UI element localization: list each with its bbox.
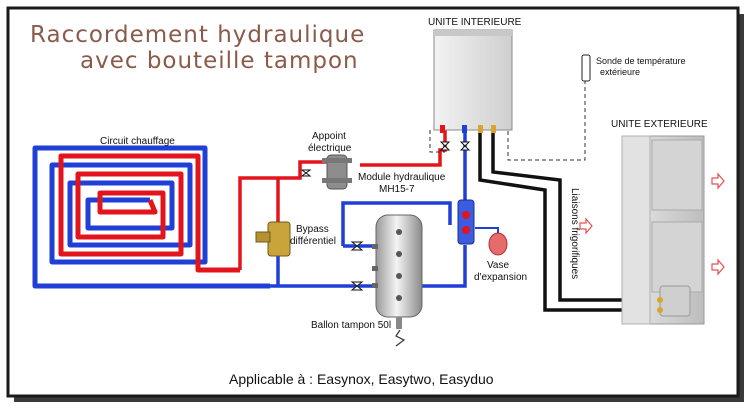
expansion-label-line1: Vase <box>487 260 509 271</box>
electric-backup-heater <box>300 154 352 190</box>
airflow-arrows <box>579 172 725 276</box>
cold-return-pipes <box>270 128 467 288</box>
buffer-tank <box>372 214 423 347</box>
outdoor-unit-label: UNITE EXTERIEURE <box>611 119 708 130</box>
backup-label-line2: électrique <box>308 143 352 154</box>
heating-circuit-label: Circuit chauffage <box>100 136 175 147</box>
sensor-wiring <box>429 80 586 161</box>
backup-label-line1: Appoint <box>312 131 346 142</box>
module-label-line1: Module hydraulique <box>358 172 446 183</box>
indoor-isolation-valves <box>439 141 471 151</box>
expansion-vessel <box>475 227 508 256</box>
bypass-valve <box>255 221 291 257</box>
outdoor-unit <box>621 135 705 325</box>
tank-isolation-valves <box>350 241 364 291</box>
bypass-label-line2: différentiel <box>290 236 336 247</box>
sensor-label-line2: extérieure <box>600 67 640 77</box>
expansion-label-line2: d'expansion <box>474 272 527 283</box>
module-label-line2: MH15-7 <box>379 184 415 195</box>
applicability-footer: Applicable à : Easynox, Easytwo, Easyduo <box>229 371 494 387</box>
indoor-unit <box>433 29 513 133</box>
buffer-tank-label: Ballon tampon 50l <box>311 320 391 331</box>
title-line2: avec bouteille tampon <box>80 48 359 74</box>
hydraulic-module <box>457 199 475 245</box>
outdoor-sensor <box>581 54 591 82</box>
sensor-label-line1: Sonde de température <box>596 56 686 66</box>
title-line1: Raccordement hydraulique <box>30 22 365 48</box>
bypass-label-line1: Bypass <box>296 224 329 235</box>
heating-circuit-spiral <box>32 145 270 289</box>
refrigerant-lines <box>478 130 660 312</box>
indoor-unit-label: UNITE INTERIEURE <box>428 17 522 28</box>
refrigerant-links-label: Liaisons frigorifiques <box>569 188 580 279</box>
